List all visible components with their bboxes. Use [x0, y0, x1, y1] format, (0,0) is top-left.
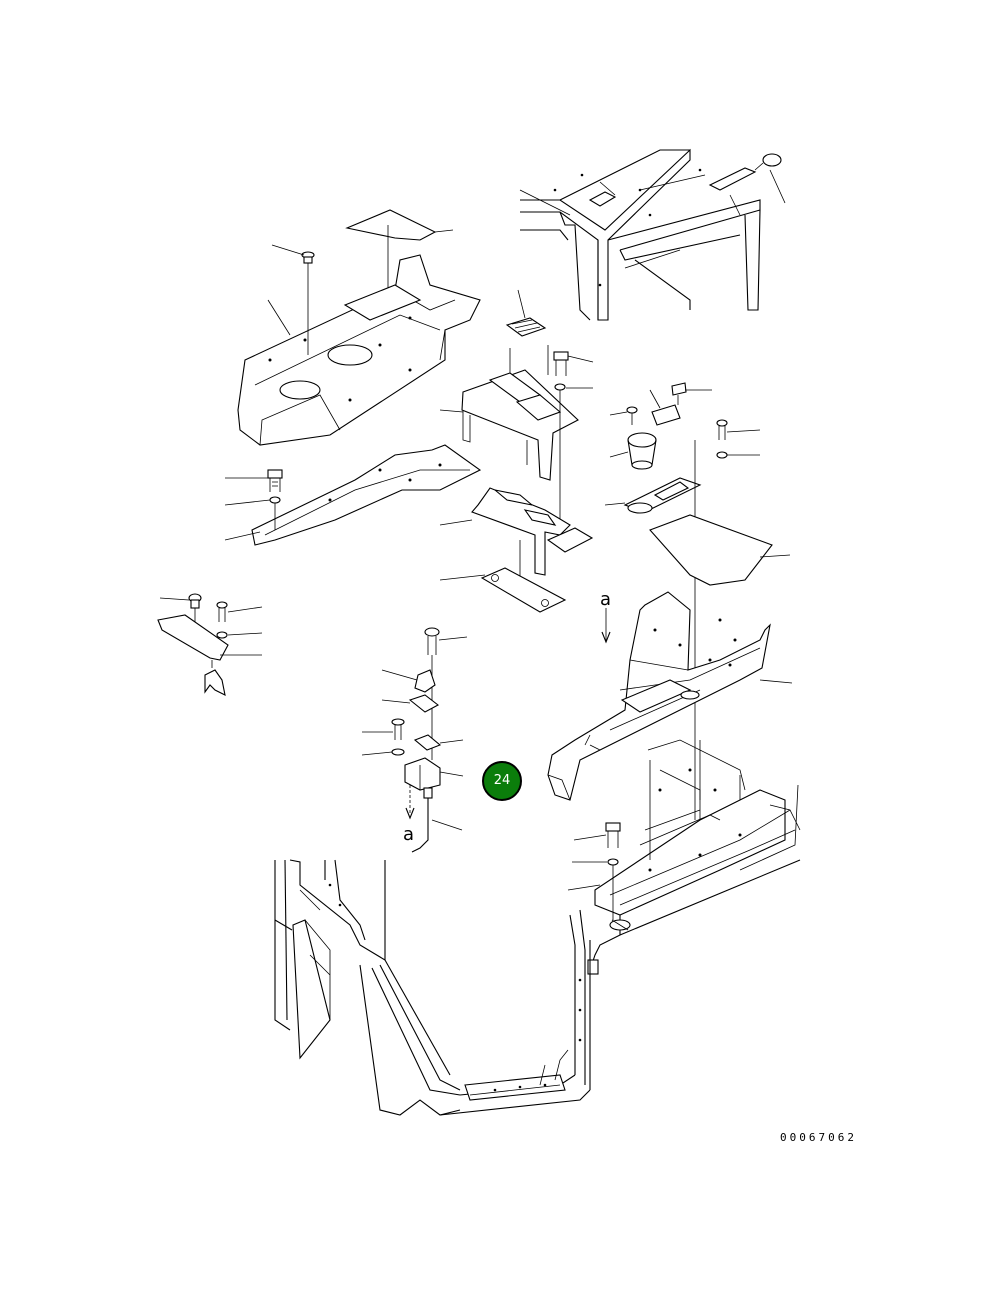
cab-door-frame: [274, 859, 591, 1116]
drawing-number: 00067062: [780, 1131, 857, 1144]
center-hardware-stack: [361, 627, 468, 853]
callout-hotspot-24[interactable]: 24: [482, 761, 522, 801]
left-console-cover: [237, 209, 481, 446]
view-marker-bottom: a: [403, 824, 414, 845]
view-marker-top: a: [600, 589, 611, 610]
bracket-plate: [224, 444, 482, 546]
center-console-parts: [439, 289, 594, 613]
left-bracket: [157, 593, 263, 696]
right-lower-frame: [567, 739, 801, 975]
cab-roof-corner: [519, 148, 786, 321]
right-main-console: [547, 591, 793, 801]
right-small-parts: [604, 382, 791, 820]
